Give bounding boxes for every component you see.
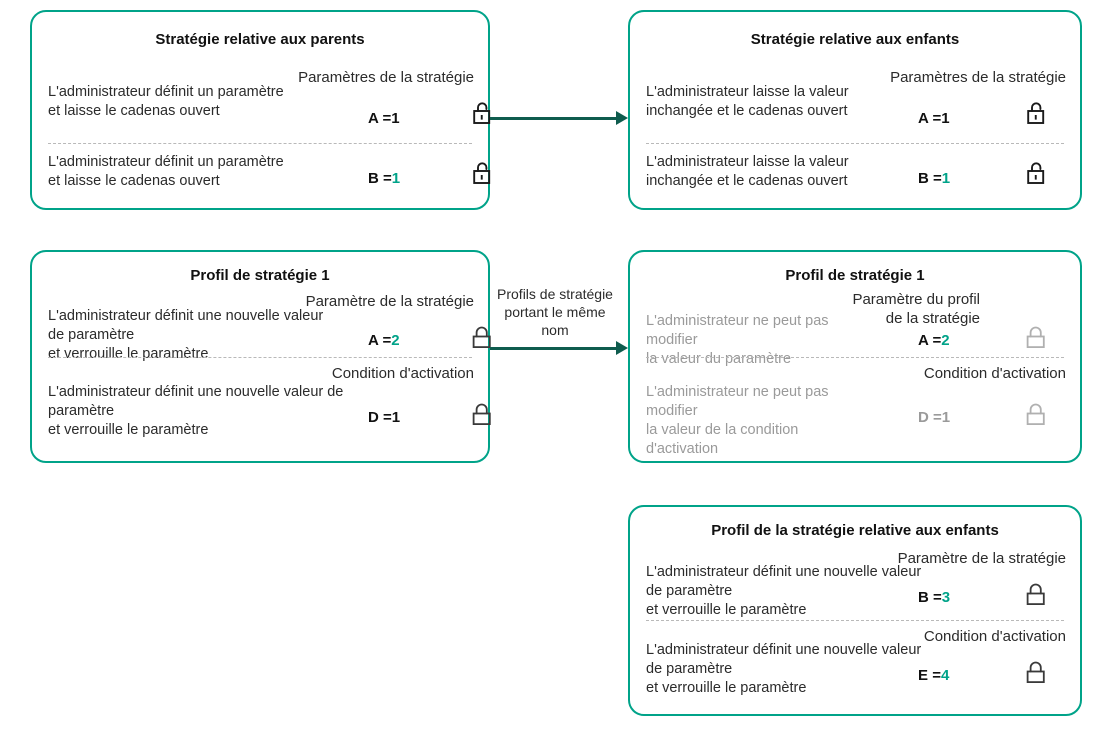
top-arrow-line xyxy=(490,117,618,120)
row-value-key: E xyxy=(918,667,929,684)
row-value-key: A xyxy=(368,110,379,127)
row-header: Condition d'activation xyxy=(331,365,474,382)
row-header: Condition d'activation xyxy=(923,365,1066,382)
row-value: D =1 xyxy=(918,409,950,426)
box-title: Profil de stratégie 1 xyxy=(785,267,925,284)
row-value: B =3 xyxy=(918,589,950,606)
row-description: L'administrateur définit une nouvelle va… xyxy=(646,564,922,618)
row-value-number: 2 xyxy=(941,332,950,349)
row-value: A =2 xyxy=(368,332,400,349)
row-value-equals: = xyxy=(383,409,392,426)
row-value-key: B xyxy=(918,589,929,606)
row-description: L'administrateur définit un paramètre et… xyxy=(48,84,284,119)
row-value-equals: = xyxy=(932,667,941,684)
box-title: Stratégie relative aux parents xyxy=(155,31,365,48)
locked-icon xyxy=(1026,581,1048,612)
locked-icon xyxy=(472,401,494,432)
row-value-equals: = xyxy=(933,409,942,426)
row-value-number: 1 xyxy=(941,409,951,426)
row-header: Paramètre de la stratégie xyxy=(897,550,1066,567)
row-header: Paramètre du profil de la stratégie xyxy=(852,291,980,327)
middle-arrow-line xyxy=(490,347,618,350)
row-divider xyxy=(646,357,1064,358)
unlocked-icon xyxy=(472,160,494,191)
row-value: A =1 xyxy=(368,110,400,127)
row-value: D =1 xyxy=(368,409,400,426)
unlocked-icon xyxy=(1026,160,1048,191)
row-value-number: 1 xyxy=(391,170,401,187)
locked-icon-muted xyxy=(1026,401,1048,432)
row-value-key: D xyxy=(918,409,929,426)
row-description: L'administrateur ne peut pas modifier la… xyxy=(646,384,829,457)
row-value-equals: = xyxy=(933,589,942,606)
row-value-number: 1 xyxy=(941,110,950,127)
unlocked-icon xyxy=(1026,100,1048,131)
row-description: L'administrateur laisse la valeur inchan… xyxy=(646,84,849,119)
row-description: L'administrateur définit une nouvelle va… xyxy=(48,308,324,362)
row-value-equals: = xyxy=(383,170,392,187)
row-value-equals: = xyxy=(932,110,942,127)
row-divider xyxy=(48,143,472,144)
row-header: Paramètre de la stratégie xyxy=(305,293,474,310)
row-value-key: B xyxy=(918,170,929,187)
row-value-key: A xyxy=(918,332,929,349)
box-title: Profil de la stratégie relative aux enfa… xyxy=(711,522,999,539)
row-divider xyxy=(48,357,472,358)
row-value: B =1 xyxy=(918,170,950,187)
middle-arrow-label: Profils de stratégie portant le même nom xyxy=(497,286,613,338)
row-value-equals: = xyxy=(933,170,942,187)
box-parent-policy: Stratégie relative aux parents Paramètre… xyxy=(30,10,491,210)
row-description: L'administrateur laisse la valeur inchan… xyxy=(646,154,849,189)
row-value: A =1 xyxy=(918,110,950,127)
row-description: L'administrateur définit une nouvelle va… xyxy=(48,384,344,438)
row-value-key: B xyxy=(368,170,379,187)
row-value: E =4 xyxy=(918,667,949,684)
box-title: Stratégie relative aux enfants xyxy=(750,31,960,48)
row-value-equals: = xyxy=(932,332,942,349)
row-value-key: A xyxy=(368,332,379,349)
box-title: Profil de stratégie 1 xyxy=(190,267,330,284)
row-value-number: 1 xyxy=(391,409,401,426)
top-arrow-head xyxy=(616,111,628,125)
row-divider xyxy=(646,620,1064,621)
row-value-equals: = xyxy=(382,110,392,127)
row-value-number: 3 xyxy=(941,589,951,606)
row-value: A =2 xyxy=(918,332,950,349)
box-child-policy: Stratégie relative aux enfants Paramètre… xyxy=(628,10,1082,210)
row-divider xyxy=(646,143,1064,144)
row-header: Paramètres de la stratégie xyxy=(298,69,474,86)
row-value-key: D xyxy=(368,409,379,426)
box-child-policy-profile: Profil de la stratégie relative aux enfa… xyxy=(628,505,1082,716)
row-description: L'administrateur ne peut pas modifier la… xyxy=(646,313,829,367)
row-value-key: A xyxy=(918,110,929,127)
box-policy-profile-1-right: Profil de stratégie 1 Paramètre du profi… xyxy=(628,250,1082,463)
row-value-equals: = xyxy=(382,332,392,349)
row-value-number: 1 xyxy=(941,170,951,187)
row-value-number: 1 xyxy=(391,110,400,127)
box-policy-profile-1-left: Profil de stratégie 1 Paramètre de la st… xyxy=(30,250,491,463)
middle-arrow-head xyxy=(616,341,628,355)
locked-icon xyxy=(472,324,494,355)
locked-icon-muted xyxy=(1026,324,1048,355)
row-header: Paramètres de la stratégie xyxy=(890,69,1066,86)
row-description: L'administrateur définit un paramètre et… xyxy=(48,154,284,189)
row-header: Condition d'activation xyxy=(923,628,1066,645)
row-description: L'administrateur définit une nouvelle va… xyxy=(646,642,922,696)
row-value-number: 4 xyxy=(940,667,950,684)
locked-icon xyxy=(1026,659,1048,690)
unlocked-icon xyxy=(472,100,494,131)
row-value: B =1 xyxy=(368,170,400,187)
row-value-number: 2 xyxy=(391,332,400,349)
